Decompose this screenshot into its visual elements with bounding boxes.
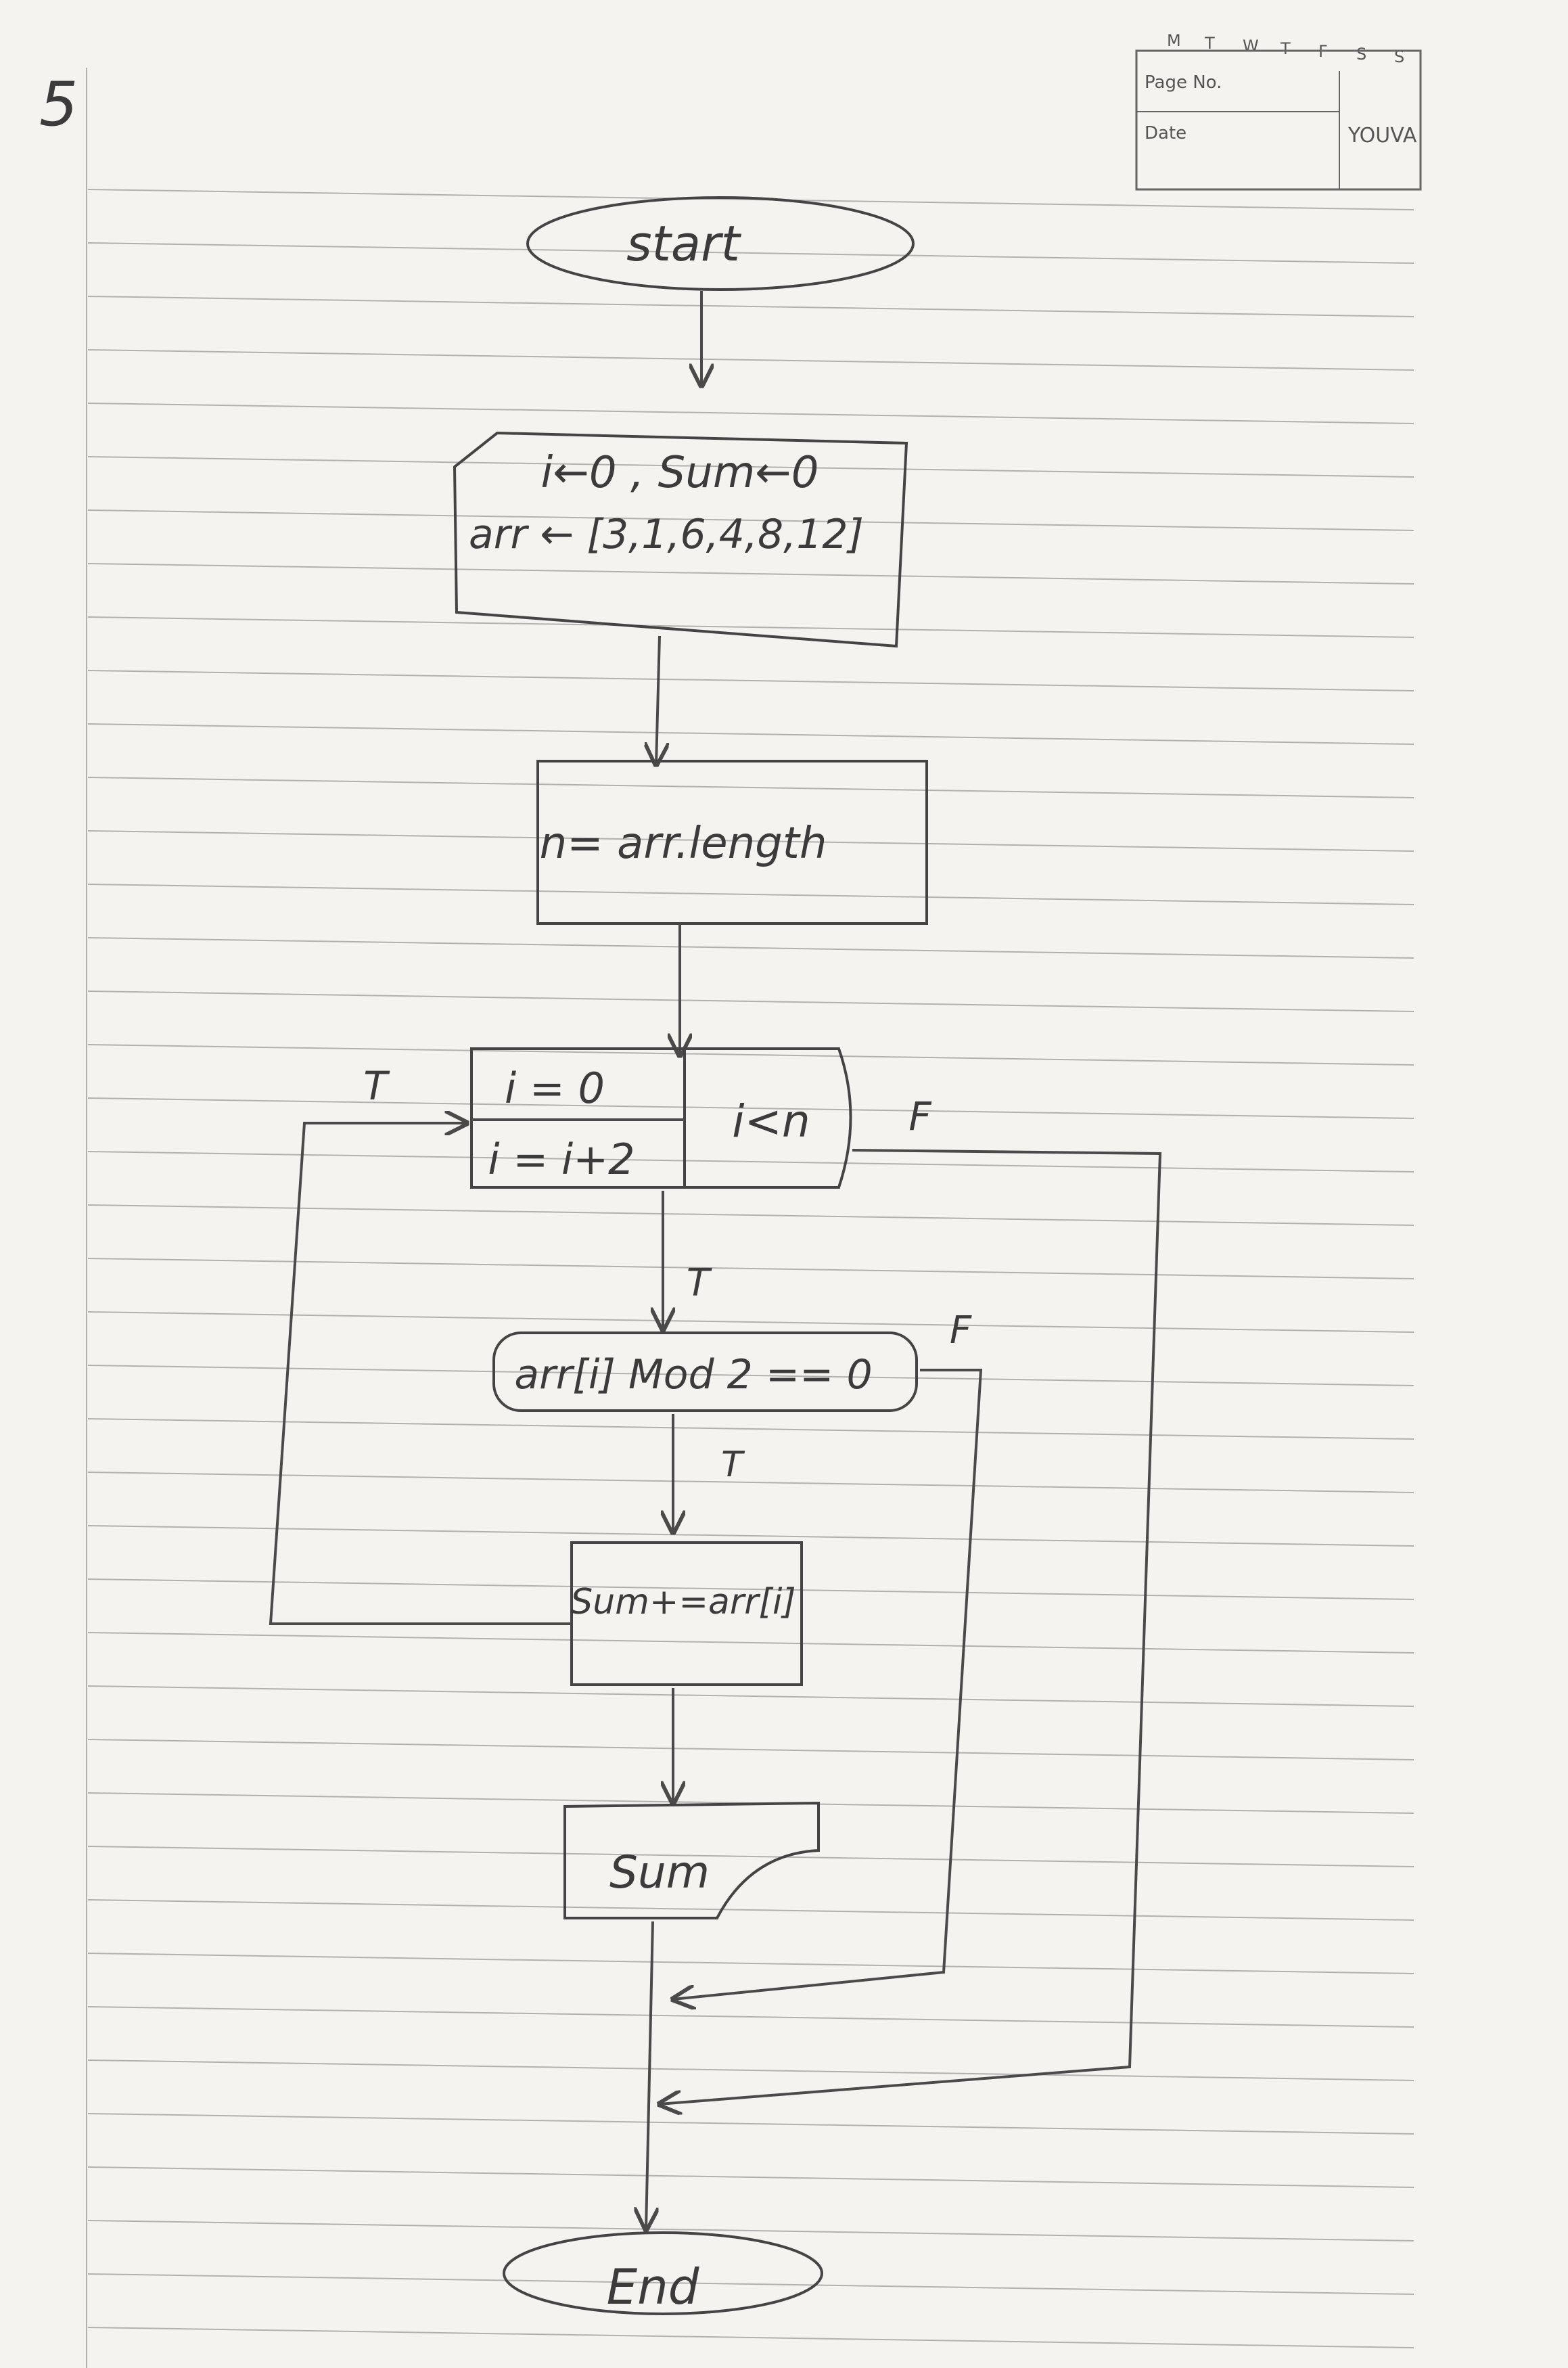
- ruled-line: [87, 1578, 1414, 1600]
- page-no-label: Page No.: [1145, 72, 1222, 93]
- check-decision-box: [492, 1331, 918, 1412]
- ruled-line: [87, 242, 1414, 264]
- edge-check-false-to-merge: [673, 1369, 983, 1999]
- check-label: arr[i] Mod 2 == 0: [514, 1351, 872, 1398]
- ruled-line: [87, 403, 1414, 424]
- date-label: Date: [1145, 123, 1186, 143]
- accumulate-process-box: [570, 1541, 803, 1686]
- ruled-line: [87, 2273, 1414, 2295]
- brand-label: YOUVA: [1347, 124, 1417, 147]
- ruled-line: [87, 777, 1414, 798]
- label-check-true: T: [721, 1444, 745, 1485]
- header-day-3: T: [1280, 39, 1291, 58]
- loop-condition-label: i<n: [732, 1095, 810, 1147]
- length-label: n= arr.length: [540, 819, 827, 869]
- ruled-line: [87, 937, 1414, 959]
- ruled-line: [87, 670, 1414, 691]
- init-line-2: arr ← [3,1,6,4,8,12]: [469, 511, 864, 558]
- ruled-line: [87, 1151, 1414, 1172]
- ruled-line: [87, 1097, 1414, 1119]
- ruled-line: [87, 2113, 1414, 2135]
- edge-loop-false-to-merge: [660, 1149, 1162, 2104]
- output-box: [563, 1801, 820, 1919]
- header-frame: [1135, 49, 1422, 191]
- ruled-line: [87, 349, 1414, 371]
- ruled-line: [87, 1044, 1414, 1066]
- ruled-line: [87, 2166, 1414, 2188]
- ruled-line: [87, 2220, 1414, 2241]
- length-process-box: [536, 760, 928, 925]
- header-day-1: T: [1204, 34, 1215, 53]
- loop-init-box: [470, 1047, 686, 1189]
- page-number-mark: 5: [39, 69, 78, 140]
- loop-init-label: i = 0: [505, 1064, 605, 1113]
- end-terminator: [503, 2231, 823, 2315]
- ruled-line: [87, 1685, 1414, 1707]
- header-day-0: M: [1167, 31, 1181, 50]
- header-day-2: W: [1243, 37, 1259, 55]
- ruled-line: [87, 1311, 1414, 1333]
- ruled-line: [87, 2006, 1414, 2028]
- init-input-box: [453, 431, 908, 648]
- edge-loop-back: [269, 1123, 572, 1625]
- init-line-1: i←0 , Sum←0: [540, 448, 818, 498]
- start-label: start: [626, 215, 741, 272]
- ruled-line: [87, 616, 1414, 638]
- ruled-line: [87, 1846, 1414, 1867]
- ruled-line: [87, 1953, 1414, 1974]
- loop-step-label: i = i+2: [488, 1135, 635, 1184]
- ruled-line: [87, 296, 1414, 317]
- ruled-line: [87, 1365, 1414, 1386]
- ruled-line: [87, 1472, 1414, 1493]
- ruled-line: [87, 1258, 1414, 1279]
- header-day-6: S: [1394, 47, 1404, 66]
- ruled-line: [87, 1739, 1414, 1760]
- ruled-line: [87, 2059, 1414, 2081]
- start-terminator: [526, 196, 915, 291]
- ruled-line: [87, 509, 1414, 531]
- label-loop-true: T: [687, 1261, 712, 1305]
- ruled-line: [87, 1525, 1414, 1547]
- ruled-line: [87, 563, 1414, 585]
- header-day-5: S: [1356, 45, 1366, 64]
- loop-box: i = 0 i = i+2 i<n: [470, 1047, 852, 1189]
- label-loop-false: F: [908, 1093, 932, 1139]
- ruled-line: [87, 991, 1414, 1012]
- ruled-line: [87, 1632, 1414, 1654]
- edge-init-to-length: [656, 635, 660, 765]
- label-loop-back-true: T: [363, 1063, 390, 1109]
- ruled-line: [87, 1418, 1414, 1440]
- edge-output-to-end: [646, 1921, 653, 2229]
- ruled-lines: [87, 189, 1414, 2348]
- output-label: Sum: [609, 1846, 710, 1898]
- ruled-line: [87, 1204, 1414, 1226]
- ruled-line: [87, 884, 1414, 905]
- ruled-line: [87, 2327, 1414, 2348]
- loop-condition-box: [685, 1047, 852, 1189]
- accumulate-label: Sum+=arr[i]: [570, 1582, 795, 1622]
- ruled-line: [87, 1899, 1414, 1921]
- ruled-line: [87, 189, 1414, 210]
- label-check-false: F: [950, 1308, 972, 1352]
- ruled-line: [87, 456, 1414, 478]
- end-label: End: [607, 2258, 700, 2315]
- ruled-line: [87, 830, 1414, 852]
- ruled-line: [87, 723, 1414, 745]
